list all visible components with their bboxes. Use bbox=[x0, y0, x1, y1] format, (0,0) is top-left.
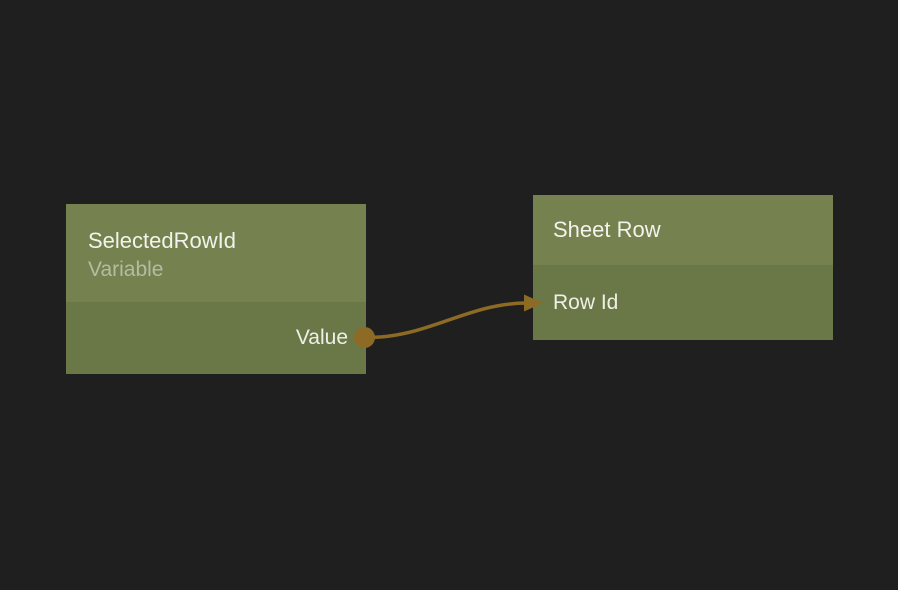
input-port-label-row-id: Row Id bbox=[553, 290, 619, 314]
output-port-label-value: Value bbox=[295, 326, 348, 349]
node-selectedrowid-header[interactable]: SelectedRowId Variable bbox=[66, 204, 366, 302]
node-selectedrowid[interactable]: SelectedRowId Variable Value bbox=[66, 204, 366, 374]
node-title: SelectedRowId bbox=[88, 228, 236, 253]
node-sheet-row-header[interactable]: Sheet Row bbox=[533, 195, 833, 265]
node-sheet-row[interactable]: Sheet Row Row Id bbox=[533, 195, 833, 340]
node-title: Sheet Row bbox=[553, 217, 661, 242]
node-selectedrowid-body: Value bbox=[66, 302, 366, 374]
output-port-dot[interactable] bbox=[354, 327, 375, 348]
node-subtitle: Variable bbox=[88, 258, 164, 281]
connection-wire[interactable] bbox=[368, 301, 528, 340]
node-sheet-row-body: Row Id bbox=[533, 265, 833, 340]
